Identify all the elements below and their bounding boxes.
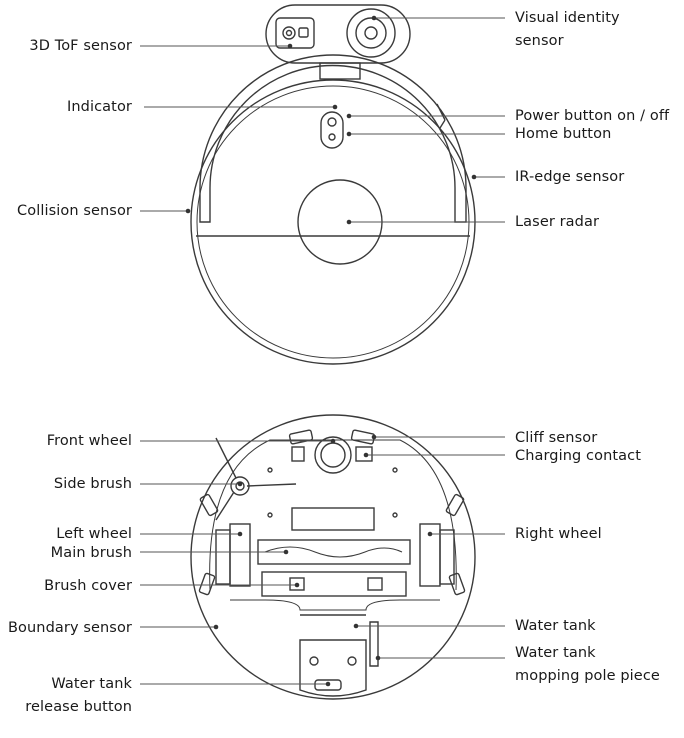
label-release-line-2: release button [25, 699, 132, 715]
label-mop-line-2: mopping pole piece [515, 668, 660, 684]
label-visual-identity-line-1: Visual identity [515, 10, 620, 26]
label-charging-contact: Charging contact [515, 448, 642, 464]
center-plate [291, 507, 375, 531]
front-wheel [314, 436, 352, 474]
label-water-tank-mopping-pole: Water tank mopping pole piece [515, 642, 660, 688]
tof-window [275, 17, 315, 49]
top-leader-lines [140, 17, 505, 223]
label-collision-sensor: Collision sensor [17, 203, 132, 219]
top-view-robot [190, 4, 476, 365]
label-home-button: Home button [515, 126, 612, 142]
bottom-body-outer [190, 414, 476, 700]
water-tank [299, 639, 367, 697]
label-boundary-sensor: Boundary sensor [8, 620, 132, 636]
label-cliff-sensor: Cliff sensor [515, 430, 598, 446]
label-left-wheel: Left wheel [56, 526, 132, 542]
water-tank-release [314, 679, 342, 691]
label-mop-line-1: Water tank [515, 645, 596, 661]
brush-cover [261, 571, 407, 597]
label-visual-identity-line-2: sensor [515, 33, 564, 49]
label-power-button: Power button on / off [515, 108, 670, 124]
label-release-line-1: Water tank [51, 676, 132, 692]
label-brush-cover: Brush cover [44, 578, 132, 594]
label-3d-tof-sensor: 3D ToF sensor [29, 38, 132, 54]
label-indicator: Indicator [67, 99, 132, 115]
label-main-brush: Main brush [50, 545, 132, 561]
mop-pole [369, 621, 379, 667]
label-ir-edge-sensor: IR-edge sensor [515, 169, 625, 185]
label-visual-identity-sensor: Visual identity sensor [515, 7, 620, 53]
label-water-tank-release-button: Water tank release button [25, 673, 132, 719]
bottom-leader-lines [140, 436, 505, 685]
label-front-wheel: Front wheel [46, 433, 132, 449]
label-side-brush: Side brush [53, 476, 132, 492]
label-right-wheel: Right wheel [515, 526, 602, 542]
visual-camera [346, 8, 396, 58]
bottom-view-robot [190, 414, 476, 700]
label-laser-radar: Laser radar [515, 214, 600, 230]
sensor-module [265, 4, 411, 64]
label-water-tank: Water tank [515, 618, 596, 634]
button-panel [320, 111, 344, 149]
